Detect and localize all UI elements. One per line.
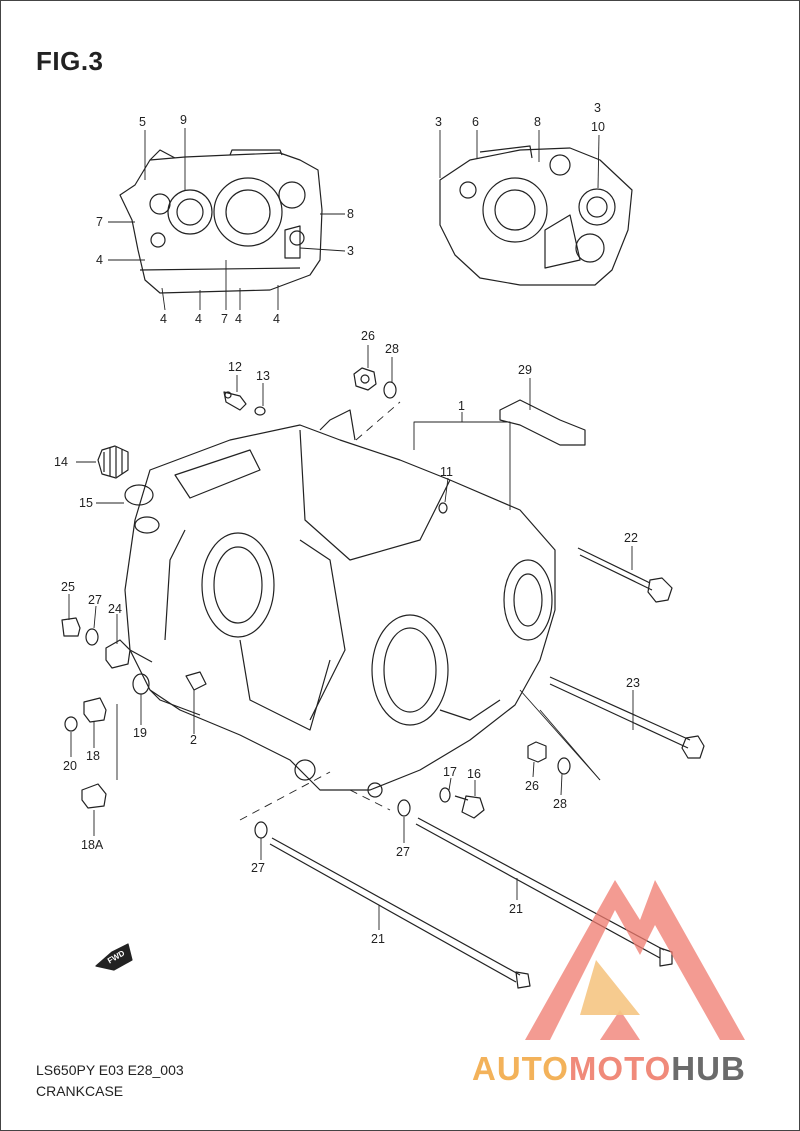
callout-25: 25 bbox=[61, 580, 75, 594]
plug-18a bbox=[81, 783, 107, 809]
washer-27-low bbox=[254, 821, 268, 839]
callout-15: 15 bbox=[79, 496, 93, 510]
cap-20 bbox=[64, 716, 78, 732]
crankcase-assembly bbox=[124, 409, 556, 798]
bolt-23 bbox=[549, 676, 705, 759]
brand-hub: HUB bbox=[671, 1050, 746, 1087]
washer-17 bbox=[439, 787, 451, 803]
plug-18 bbox=[83, 697, 107, 723]
dowel-2 bbox=[185, 671, 207, 691]
callout-24: 24 bbox=[108, 602, 122, 616]
washer-13 bbox=[254, 406, 266, 416]
callout-27: 27 bbox=[396, 845, 410, 859]
bolt-24 bbox=[105, 639, 153, 669]
callout-20: 20 bbox=[63, 759, 77, 773]
callout-3: 3 bbox=[347, 244, 354, 258]
watermark-brand-text: AUTOMOTOHUB bbox=[472, 1050, 746, 1088]
callout-4: 4 bbox=[235, 312, 242, 326]
crankcase-left-inner-view bbox=[119, 149, 323, 294]
guide-29 bbox=[499, 399, 586, 446]
callout-29: 29 bbox=[518, 363, 532, 377]
callout-9: 9 bbox=[180, 113, 187, 127]
callout-3: 3 bbox=[435, 115, 442, 129]
model-code: LS650PY E03 E28_003 bbox=[36, 1062, 184, 1078]
brand-moto: MOTO bbox=[568, 1050, 672, 1087]
callout-4: 4 bbox=[195, 312, 202, 326]
callout-8: 8 bbox=[534, 115, 541, 129]
callout-28: 28 bbox=[553, 797, 567, 811]
dowel-11 bbox=[438, 502, 448, 514]
callout-7: 7 bbox=[96, 215, 103, 229]
plug-25 bbox=[61, 617, 81, 637]
callout-8: 8 bbox=[347, 207, 354, 221]
brand-auto: AUTO bbox=[472, 1050, 569, 1087]
leader-lines bbox=[68, 128, 634, 930]
callout-6: 6 bbox=[472, 115, 479, 129]
o-ring-15 bbox=[124, 484, 154, 506]
callout-16: 16 bbox=[467, 767, 481, 781]
callout-18a: 18A bbox=[81, 838, 104, 852]
callout-2: 2 bbox=[190, 733, 197, 747]
nut-26-lower bbox=[527, 741, 547, 763]
callout-26: 26 bbox=[525, 779, 539, 793]
callout-19: 19 bbox=[133, 726, 147, 740]
callout-12: 12 bbox=[228, 360, 242, 374]
oil-filler-cap-14 bbox=[97, 445, 129, 479]
callout-4: 4 bbox=[273, 312, 280, 326]
callout-1: 1 bbox=[458, 399, 465, 413]
callout-14: 14 bbox=[54, 455, 68, 469]
bolt-22 bbox=[577, 547, 673, 603]
callout-10: 10 bbox=[591, 120, 605, 134]
callout-3: 3 bbox=[594, 101, 601, 115]
alignment-dashes bbox=[239, 401, 401, 821]
callout-21: 21 bbox=[509, 902, 523, 916]
callout-13: 13 bbox=[256, 369, 270, 383]
watermark-logo-mark bbox=[525, 880, 745, 1040]
callout-23: 23 bbox=[626, 676, 640, 690]
washer-28-upper bbox=[383, 381, 397, 399]
callout-21: 21 bbox=[371, 932, 385, 946]
forward-direction-badge bbox=[95, 943, 133, 971]
stud-21-upper bbox=[415, 817, 673, 967]
washer-27-mid bbox=[397, 799, 411, 817]
callout-26: 26 bbox=[361, 329, 375, 343]
callout-labels: 5 9 7 4 8 3 4 4 7 4 4 3 6 8 3 10 26 28 1… bbox=[54, 101, 640, 965]
washer-28-lower bbox=[557, 757, 571, 775]
callout-27: 27 bbox=[251, 861, 265, 875]
washer-27-left bbox=[85, 628, 99, 646]
callout-5: 5 bbox=[139, 115, 146, 129]
nut-26-upper bbox=[353, 367, 377, 391]
callout-22: 22 bbox=[624, 531, 638, 545]
callout-28: 28 bbox=[385, 342, 399, 356]
crankcase-right-inner-view bbox=[439, 145, 633, 286]
callout-4: 4 bbox=[160, 312, 167, 326]
figure-title: FIG.3 bbox=[36, 46, 104, 76]
callout-11: 11 bbox=[440, 465, 453, 479]
breather-fitting-12 bbox=[223, 391, 247, 411]
callout-17: 17 bbox=[443, 765, 457, 779]
bolt-16 bbox=[454, 795, 485, 819]
callout-4: 4 bbox=[96, 253, 103, 267]
callout-7: 7 bbox=[221, 312, 228, 326]
part-name: CRANKCASE bbox=[36, 1083, 124, 1099]
stud-21-lower bbox=[269, 837, 531, 989]
callout-27: 27 bbox=[88, 593, 102, 607]
callout-18: 18 bbox=[86, 749, 100, 763]
